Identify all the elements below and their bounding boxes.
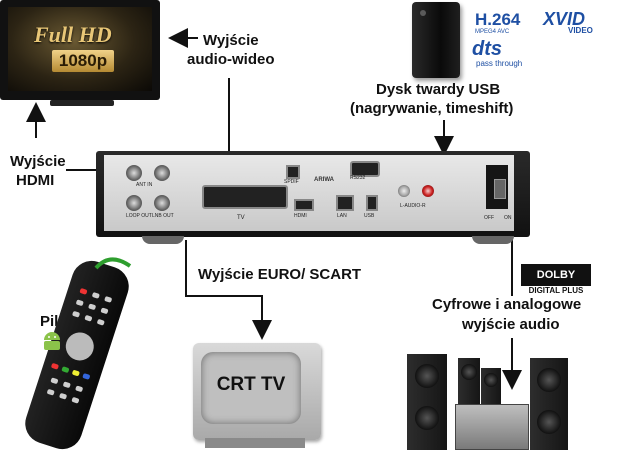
spdif-label: SPDIF (284, 179, 299, 185)
dolby-logo-sub: DIGITAL PLUS (528, 286, 584, 295)
dolby-logo: DOLBY (521, 264, 591, 286)
ant-in-port-2 (154, 165, 170, 181)
crt-tv-screen (201, 352, 301, 424)
power-on-label: ON (504, 215, 512, 221)
av-output-label-1: Wyjście (203, 32, 259, 49)
hdmi-output-label-2: HDMI (16, 172, 55, 189)
speaker-center-left (458, 358, 480, 404)
h264-logo-sub: MPEG4 AVC (475, 29, 510, 35)
power-off-label: OFF (484, 215, 494, 221)
hdmi-port-label: HDMI (294, 213, 307, 219)
usb-hard-drive (412, 2, 460, 78)
hdmi-port (294, 199, 314, 211)
usb-hdd-label-2: (nagrywanie, timeshift) (350, 100, 514, 117)
audio-output-label-2: wyjście audio (462, 316, 560, 333)
receiver-foot-right (472, 236, 514, 244)
crt-tv-label: CRT TV (216, 374, 286, 395)
usb-port (366, 195, 378, 211)
receiver-back-panel: ANT IN LOOP OUT LNB OUT TV SPDIF HDMI LA… (104, 155, 514, 231)
power-switch (494, 179, 506, 199)
crt-tv-base (205, 438, 305, 448)
lan-port (336, 195, 354, 211)
ant-in-port (126, 165, 142, 181)
scart-port-label: TV (237, 215, 245, 221)
receiver-foot-left (142, 236, 184, 244)
lnb-out-port (154, 195, 170, 211)
loop-out-label: LOOP OUT (126, 213, 152, 219)
ir-signal-icon (94, 257, 132, 270)
lan-port-label: LAN (337, 213, 347, 219)
h264-logo: H.264 (475, 10, 521, 29)
speaker-left (407, 354, 447, 450)
scart-port (202, 185, 288, 209)
hdmi-output-label-1: Wyjście (10, 153, 66, 170)
scart-output-label: Wyjście EURO/ SCART (198, 266, 362, 283)
rs232-label: RS232 (350, 175, 366, 181)
hdd-led (420, 10, 426, 16)
lcd-tv-stand (50, 100, 114, 106)
android-icon (44, 332, 60, 350)
full-hd-logo: Full HD (34, 22, 112, 47)
spdif-port (286, 165, 300, 179)
speaker-right (530, 358, 568, 450)
usb-port-label: USB (364, 213, 375, 219)
dts-logo: dts (472, 38, 502, 60)
xvid-video-logo: VIDEO (568, 26, 593, 35)
lnb-out-label: LNB OUT (152, 213, 174, 219)
dts-logo-sub: pass through (476, 59, 523, 68)
audio-left-port (398, 185, 410, 197)
receiver-brand: ARIWA (314, 177, 334, 183)
audio-right-port (422, 185, 434, 197)
av-output-label-2: audio-wideo (187, 51, 275, 68)
audio-output-label-1: Cyfrowe i analogowe (432, 296, 582, 313)
audio-port-label: L-AUDIO-R (400, 203, 426, 209)
rs232-port (350, 161, 380, 177)
loop-out-port (126, 195, 142, 211)
ant-in-label: ANT IN (136, 182, 153, 188)
xvid-logo: XVID (543, 9, 586, 29)
scart-line (185, 240, 272, 340)
resolution-badge: 1080p (52, 50, 114, 72)
lcd-tv-screen (8, 7, 152, 91)
subwoofer-amplifier (455, 404, 529, 450)
usb-hdd-label-1: Dysk twardy USB (376, 81, 501, 98)
speaker-center-right (481, 368, 501, 410)
